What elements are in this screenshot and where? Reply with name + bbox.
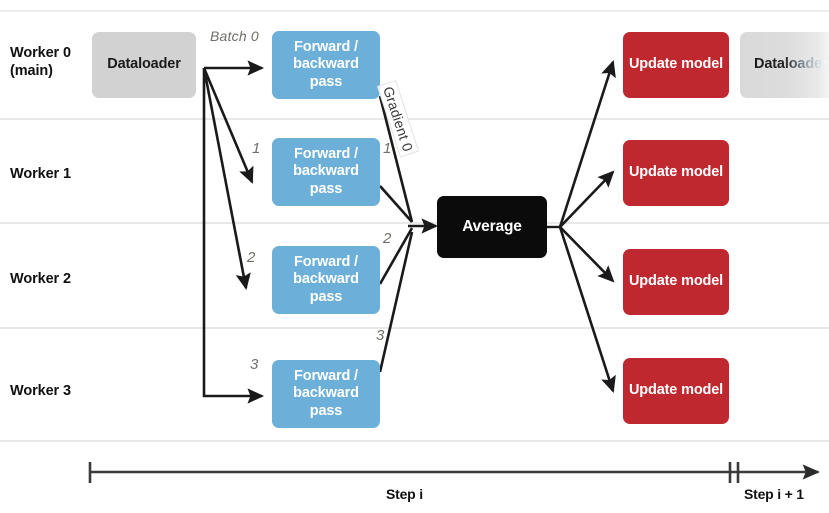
edge-label-batch-3: 3 bbox=[250, 356, 259, 373]
node-forward-backward-worker0[interactable]: Forward / backward pass bbox=[272, 31, 380, 99]
edge-label-gradient-3: 3 bbox=[376, 327, 385, 344]
node-update-model-worker3[interactable]: Update model bbox=[623, 358, 729, 424]
node-dataloader[interactable]: Dataloader bbox=[92, 32, 196, 98]
worker-label-3-line1: Worker 3 bbox=[10, 383, 71, 399]
node-forward-backward-worker3[interactable]: Forward / backward pass bbox=[272, 360, 380, 428]
row-divider-0-1 bbox=[0, 118, 829, 120]
node-update-model-worker1-label: Update model bbox=[628, 164, 724, 181]
node-dataloader-label: Dataloader bbox=[107, 56, 181, 73]
worker-label-0-line1: Worker 0 bbox=[10, 45, 71, 61]
worker-label-1: Worker 1 bbox=[10, 166, 96, 184]
node-average-label: Average bbox=[462, 217, 522, 235]
node-update-model-worker0-label: Update model bbox=[628, 56, 724, 73]
worker-label-2: Worker 2 bbox=[10, 271, 96, 289]
node-dataloader-next-step-label: Dataloader bbox=[754, 56, 828, 73]
edge-label-batch-0: Batch 0 bbox=[210, 28, 259, 44]
node-forward-backward-worker3-label: Forward / backward pass bbox=[293, 368, 359, 419]
edge-label-batch-2: 2 bbox=[247, 249, 256, 266]
node-update-model-worker2-label: Update model bbox=[628, 273, 724, 290]
row-divider-bottom bbox=[0, 440, 829, 442]
timeline-label-step-i-plus-1: Step i + 1 bbox=[744, 486, 804, 502]
worker-label-0-line2: (main) bbox=[10, 62, 53, 79]
row-divider-1-2 bbox=[0, 222, 829, 224]
node-update-model-worker1[interactable]: Update model bbox=[623, 140, 729, 206]
worker-label-1-line1: Worker 1 bbox=[10, 166, 71, 182]
row-divider-top bbox=[0, 10, 829, 12]
node-forward-backward-worker2[interactable]: Forward / backward pass bbox=[272, 246, 380, 314]
row-divider-2-3 bbox=[0, 327, 829, 329]
node-update-model-worker3-label: Update model bbox=[628, 382, 724, 399]
node-forward-backward-worker0-label: Forward / backward pass bbox=[293, 39, 359, 90]
timeline-label-step-i: Step i bbox=[386, 486, 423, 502]
node-forward-backward-worker2-label: Forward / backward pass bbox=[293, 254, 359, 305]
edge-label-batch-1: 1 bbox=[252, 140, 261, 157]
edge-label-gradient-2: 2 bbox=[383, 230, 392, 247]
node-update-model-worker2[interactable]: Update model bbox=[623, 249, 729, 315]
worker-label-2-line1: Worker 2 bbox=[10, 271, 71, 287]
node-forward-backward-worker1-label: Forward / backward pass bbox=[293, 146, 359, 197]
worker-label-3: Worker 3 bbox=[10, 383, 96, 401]
node-average[interactable]: Average bbox=[437, 196, 547, 258]
node-dataloader-next-step[interactable]: Dataloader bbox=[740, 32, 829, 98]
edge-label-gradient-1: 1 bbox=[383, 140, 392, 157]
node-forward-backward-worker1[interactable]: Forward / backward pass bbox=[272, 138, 380, 206]
worker-label-0: Worker 0 (main) bbox=[10, 45, 96, 80]
node-update-model-worker0[interactable]: Update model bbox=[623, 32, 729, 98]
